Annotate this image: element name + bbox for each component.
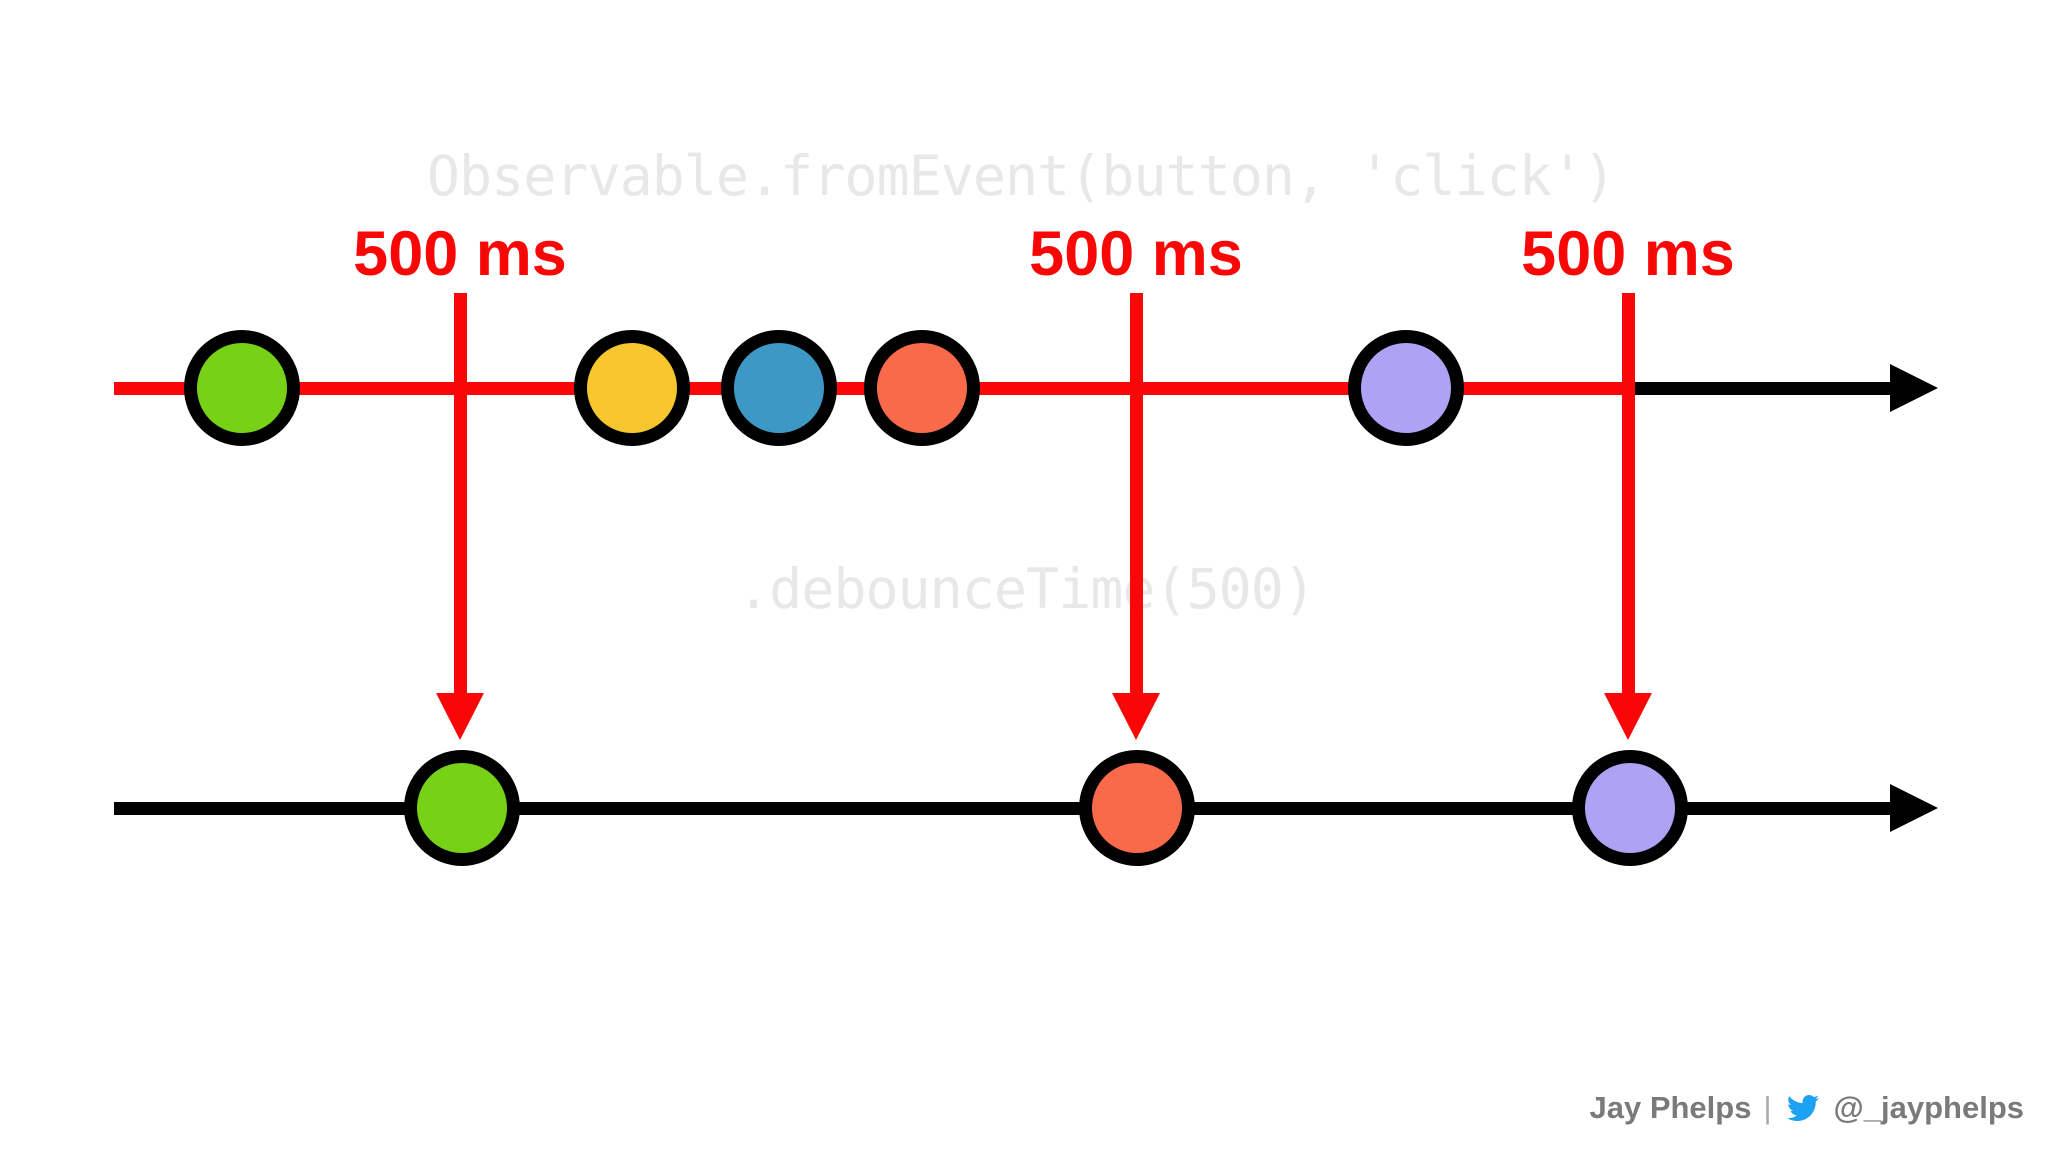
- separator: |: [1763, 1090, 1772, 1125]
- source-code-label: Observable.fromEvent(button, 'click'): [426, 144, 1616, 208]
- debounce-arrow-shaft: [1621, 293, 1635, 695]
- debounce-duration-label: 500 ms: [353, 219, 567, 289]
- source-marble-orange: [864, 330, 980, 446]
- debounce-duration-label: 500 ms: [1029, 219, 1243, 289]
- operator-code-label: .debounceTime(500): [736, 557, 1316, 621]
- debounce-arrowhead-icon: [1112, 693, 1160, 740]
- debounce-duration-label: 500 ms: [1521, 219, 1735, 289]
- debounce-arrow-shaft: [1129, 293, 1143, 695]
- source-marble-yellow: [574, 330, 690, 446]
- output-marble-orange: [1079, 750, 1195, 866]
- attribution: Jay Phelps | @_jayphelps: [1589, 1090, 2024, 1126]
- output-marble-purple: [1572, 750, 1688, 866]
- output-timeline-arrowhead-icon: [1890, 784, 1938, 832]
- source-marble-green: [184, 330, 300, 446]
- source-timeline-black-segment: [1632, 381, 1892, 395]
- output-timeline: [114, 801, 1892, 815]
- debounce-arrowhead-icon: [1604, 693, 1652, 740]
- output-marble-green: [404, 750, 520, 866]
- twitter-handle: @_jayphelps: [1833, 1090, 2024, 1125]
- author-name: Jay Phelps: [1589, 1090, 1752, 1125]
- debounce-arrowhead-icon: [436, 693, 484, 740]
- source-marble-purple: [1348, 330, 1464, 446]
- source-marble-blue: [721, 330, 837, 446]
- source-timeline-arrowhead-icon: [1890, 364, 1938, 412]
- twitter-bird-icon: [1784, 1092, 1822, 1124]
- debounce-arrow-shaft: [453, 293, 467, 695]
